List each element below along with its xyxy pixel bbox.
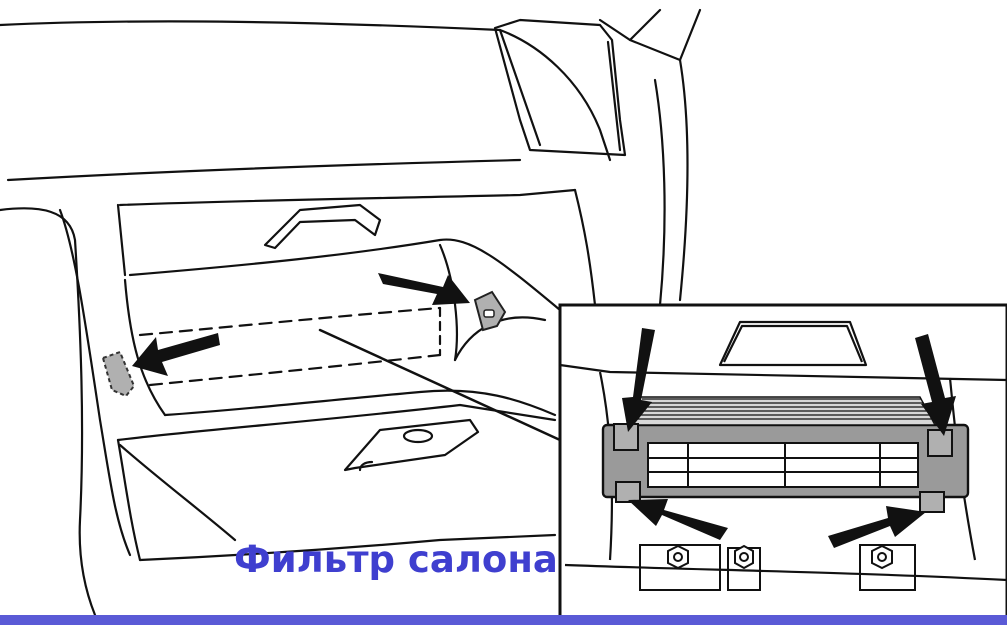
clip-icon bbox=[101, 350, 136, 398]
arrow-icon bbox=[378, 273, 470, 305]
bottom-bar bbox=[0, 615, 1007, 625]
bolt-icon bbox=[734, 544, 754, 570]
bolt-icon bbox=[667, 544, 689, 570]
bolt-icon bbox=[871, 544, 893, 570]
arrow-icon bbox=[915, 334, 956, 436]
arrow-icon bbox=[622, 328, 655, 432]
arrow-icon bbox=[628, 499, 728, 540]
clip-icon bbox=[615, 481, 641, 503]
dashboard-illustration bbox=[0, 8, 702, 617]
arrow-icon bbox=[828, 506, 926, 548]
arrow-icon bbox=[132, 333, 220, 376]
clip-icon bbox=[919, 491, 945, 513]
clip-icon bbox=[927, 429, 953, 457]
caption-cabin-filter: Фильтр салона bbox=[234, 538, 558, 581]
clip-icon bbox=[613, 423, 639, 451]
filter-detail-inset bbox=[558, 303, 1007, 619]
clip-icon bbox=[473, 290, 507, 332]
